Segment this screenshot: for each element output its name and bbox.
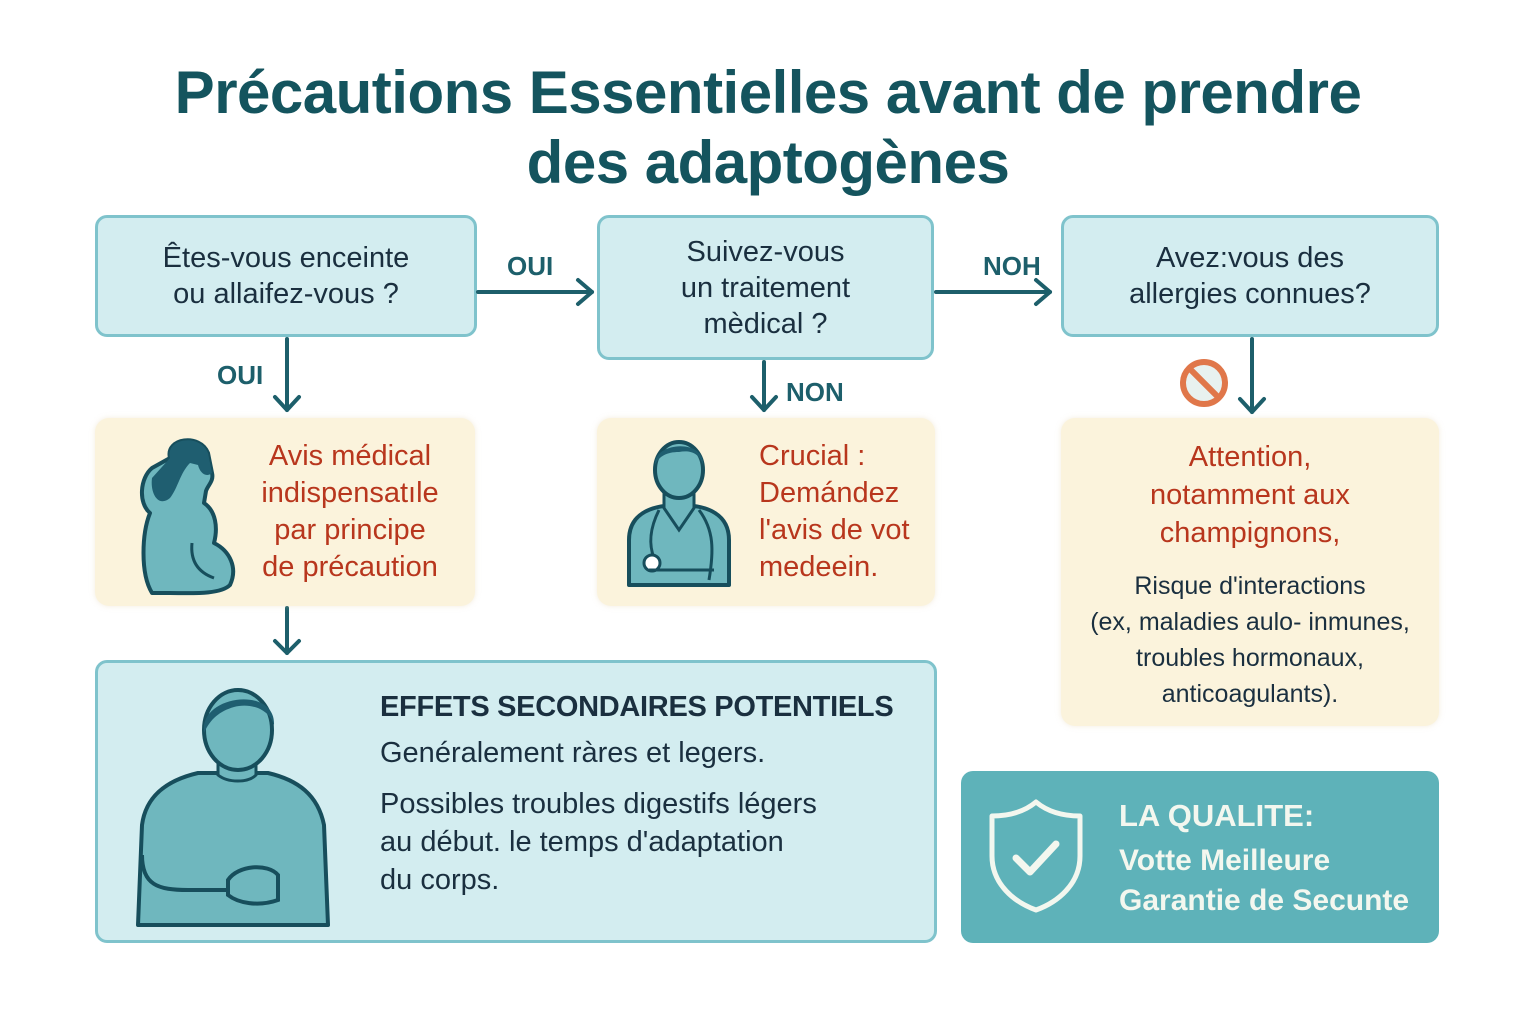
result-pregnancy: Avis médical indispensatıle par principe… (95, 418, 475, 606)
question-line: Suivez-vous (686, 235, 845, 268)
arrow-label-q2-right: NOH (983, 251, 1041, 281)
prohibited-icon (1180, 359, 1228, 407)
pregnant-woman-icon (140, 438, 236, 596)
question-line: ou allaifez-vous ? (173, 278, 399, 310)
question-line: mèdical ? (703, 307, 828, 340)
question-treatment: Suivez-vous un traitement mèdical ? (597, 215, 934, 360)
question-line: Avez:vous des (1155, 242, 1345, 274)
question-allergies: Avez:vous des allergies connues? (1061, 215, 1439, 337)
title-line-1: Précautions Essentielles avant de prendr… (174, 59, 1362, 126)
person-holding-stomach-icon (136, 688, 330, 927)
result-treatment-text: Crucial : Demández l'avis de vot medeein… (759, 440, 910, 583)
side-effects-line-2: Possibles troubles digestifs légers au d… (380, 788, 817, 896)
page-title: Précautions Essentielles avant de prendr… (0, 58, 1536, 198)
title-line-2: des adaptogènes (526, 129, 1010, 196)
allergy-detail: Risque d'interactions (ex, maladies aulo… (1090, 572, 1410, 708)
quality-heading: LA QUALITE: (1119, 798, 1315, 833)
arrow-label-q1-down: OUI (217, 360, 264, 390)
side-effects-heading: EFFETS SECONDAIRES POTENTIELS (380, 691, 894, 723)
question-line: Êtes-vous enceinte (162, 242, 410, 274)
arrow-label-q2-down: NON (786, 377, 844, 407)
question-line: allergies connues? (1129, 278, 1371, 310)
doctor-icon (627, 440, 731, 587)
question-line: un traitement (680, 271, 851, 304)
result-allergies: Attention, notamment aux champignons, Ri… (1061, 418, 1439, 726)
quality-text: Votte Meilleure Garantie de Secunte (1119, 844, 1410, 917)
side-effects-panel: EFFETS SECONDAIRES POTENTIELS Genéraleme… (95, 660, 937, 943)
shield-check-icon (989, 799, 1083, 913)
result-pregnancy-text: Avis médical indispensatıle par principe… (261, 440, 439, 583)
question-pregnancy: Êtes-vous enceinte ou allaifez-vous ? (95, 215, 477, 337)
result-treatment: Crucial : Demández l'avis de vot medeein… (597, 418, 935, 606)
side-effects-line-1: Genéralement ràres et legers. (380, 737, 766, 769)
arrow-label-q1-right: OUI (507, 251, 554, 281)
quality-badge: LA QUALITE: Votte Meilleure Garantie de … (961, 771, 1439, 943)
allergy-warning: Attention, notamment aux champignons, (1150, 441, 1350, 549)
